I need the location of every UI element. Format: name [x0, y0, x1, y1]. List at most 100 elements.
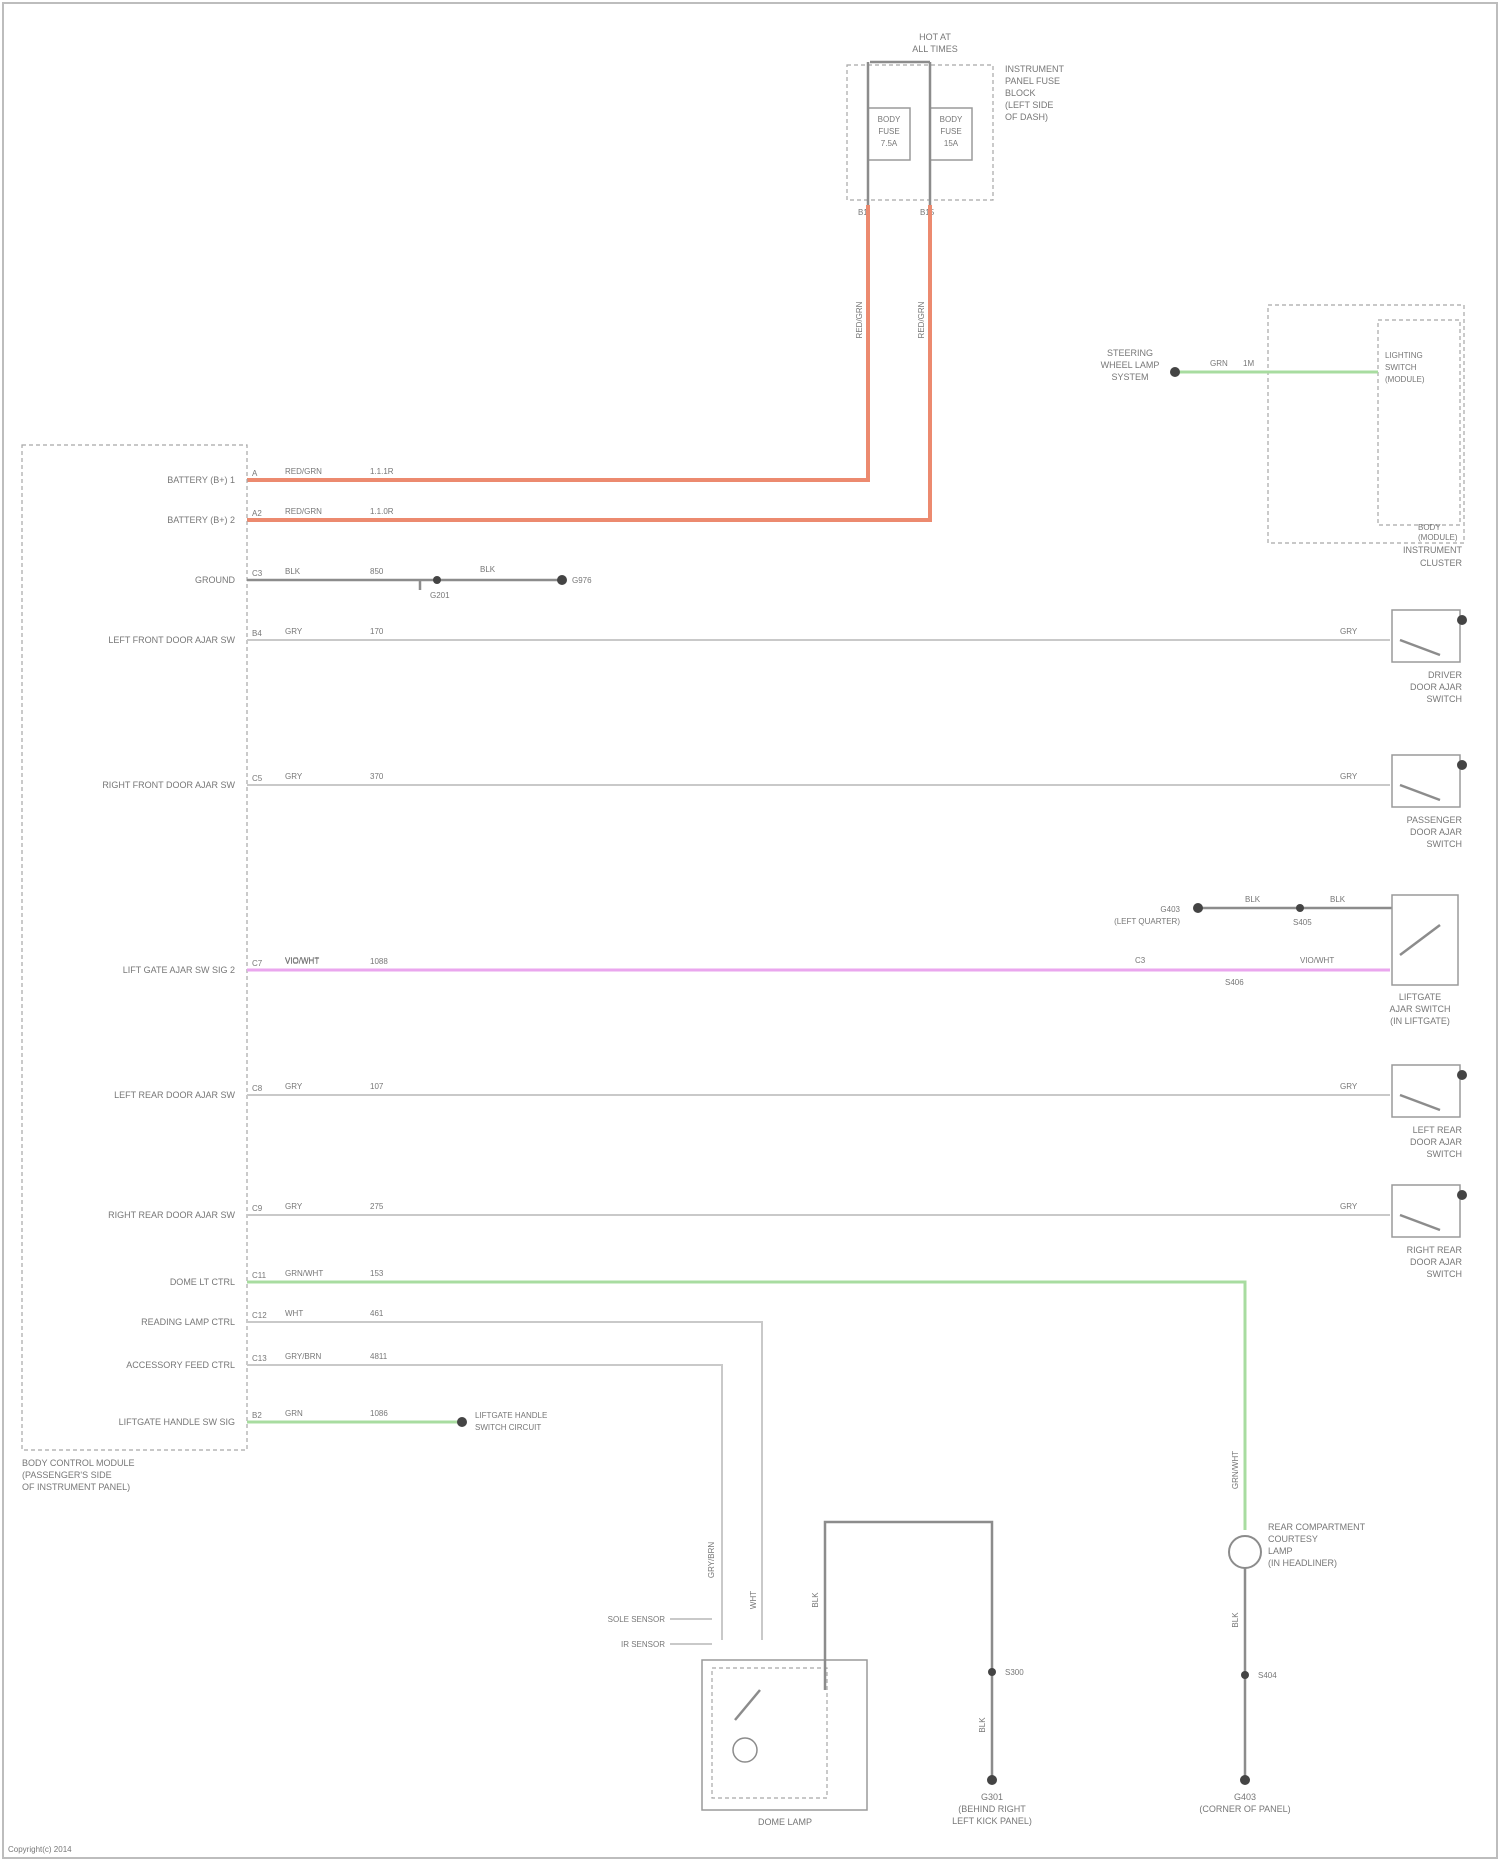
bcm-name-3: OF INSTRUMENT PANEL)	[22, 1482, 130, 1492]
bcm-pin-wire-color: BLK	[285, 567, 301, 576]
cargo-name-2: COURTESY	[1268, 1534, 1318, 1544]
door-switch-box	[1392, 755, 1460, 807]
bcm-pin-label: READING LAMP CTRL	[141, 1317, 235, 1327]
bcm-pin-number: C11	[252, 1271, 267, 1280]
cluster-box-l3: (MODULE)	[1385, 375, 1425, 384]
liftgate-pink-left: VIO/WHT	[285, 956, 319, 965]
door-switch-name: LEFT REAR	[1413, 1125, 1463, 1135]
bcm-pin-number: A2	[252, 509, 262, 518]
door-switch-box	[1392, 1185, 1460, 1237]
door-switch-box	[1392, 610, 1460, 662]
fuse-block-name-1: INSTRUMENT	[1005, 64, 1064, 74]
bcm-pin-wire-color: GRY	[285, 627, 303, 636]
bcm-name-1: BODY CONTROL MODULE	[22, 1458, 135, 1468]
cargo-name-3: LAMP	[1268, 1546, 1293, 1556]
bcm-pin-wire-color: GRY/BRN	[285, 1352, 322, 1361]
bcm-pin-circuit: 153	[370, 1269, 384, 1278]
cluster-caption-2: CLUSTER	[1420, 558, 1463, 568]
bcm-pin-circuit: 1088	[370, 957, 388, 966]
fuse-block: HOT AT ALL TIMES BODY FUSE 7.5A BODY FUS…	[847, 32, 1064, 217]
dome-lamp-inner	[712, 1668, 827, 1798]
dome-wire-c: BLK	[811, 1592, 820, 1608]
fuse-hot-label-1: HOT AT	[919, 32, 951, 42]
feed-wire-1	[247, 205, 868, 480]
bcm-pin-label: ACCESSORY FEED CTRL	[126, 1360, 235, 1370]
bcm-pin-number: A	[252, 469, 258, 478]
bcm-pin-circuit: 4811	[370, 1352, 388, 1361]
door-switch-name: SWITCH	[1427, 694, 1463, 704]
cargo-name-1: REAR COMPARTMENT	[1268, 1522, 1366, 1532]
liftgate-name-1: LIFTGATE	[1399, 992, 1441, 1002]
dome-wire-b: WHT	[749, 1591, 758, 1609]
dome-name: DOME LAMP	[758, 1817, 812, 1827]
liftgate-name-3: (IN LIFTGATE)	[1390, 1016, 1450, 1026]
bcm-pin-circuit: 107	[370, 1082, 384, 1091]
bcm-pin-label: RIGHT FRONT DOOR AJAR SW	[102, 780, 235, 790]
bcm-pin-circuit: 370	[370, 772, 384, 781]
gnd-module-circuit: 1M	[1243, 359, 1254, 368]
g300-name-2: (BEHIND RIGHT	[958, 1804, 1026, 1814]
cargo-name-4: (IN HEADLINER)	[1268, 1558, 1337, 1568]
door-switch-name: SWITCH	[1427, 1149, 1463, 1159]
g201-wire: BLK	[480, 565, 496, 574]
fuse-right-l1: BODY	[940, 115, 963, 124]
door-switch-wire-color: GRY	[1340, 1202, 1358, 1211]
bcm-pin-circuit: 170	[370, 627, 384, 636]
door-switch-name: RIGHT REAR	[1407, 1245, 1463, 1255]
liftgate-splice2: S406	[1225, 978, 1244, 987]
door-switch-name: SWITCH	[1427, 839, 1463, 849]
bcm-pin-label: LEFT FRONT DOOR AJAR SW	[108, 635, 235, 645]
fuse-pin-right: B15	[920, 208, 935, 217]
bcm-pin-circuit: 1086	[370, 1409, 388, 1418]
dome-ground-wire	[825, 1522, 992, 1780]
feed-wire-2	[247, 205, 930, 520]
bcm-pin-number: C13	[252, 1354, 267, 1363]
fuse-block-name-3: BLOCK	[1005, 88, 1036, 98]
gnd-module-name-1: STEERING	[1107, 348, 1153, 358]
fuse-right-l3: 15A	[944, 139, 959, 148]
dome-in-2: IR SENSOR	[621, 1640, 665, 1649]
fuse-right-l2: FUSE	[940, 127, 961, 136]
cluster-caption-1: INSTRUMENT	[1403, 545, 1462, 555]
bcm-pin-number: C12	[252, 1311, 267, 1320]
liftgate-name-2: AJAR SWITCH	[1389, 1004, 1450, 1014]
door-switch-name: PASSENGER	[1407, 815, 1463, 825]
dome-wire-a: GRY/BRN	[707, 1542, 716, 1579]
door-switch-name: DOOR AJAR	[1410, 1137, 1463, 1147]
green-out-2: SWITCH CIRCUIT	[475, 1423, 541, 1432]
liftgate-ajar-circuit: VIO/WHT VIO/WHT C3 S406 BLK BLK S405 G40…	[247, 895, 1458, 1026]
dome-in-1: SOLE SENSOR	[608, 1615, 666, 1624]
bcm-pin-label: DOME LT CTRL	[170, 1277, 235, 1287]
door-switch-box	[1392, 1065, 1460, 1117]
liftgate-ground-2: (LEFT QUARTER)	[1114, 917, 1180, 926]
g300-name-1: G301	[981, 1792, 1003, 1802]
liftgate-splice: S405	[1293, 918, 1312, 927]
g300-splice: S300	[1005, 1668, 1024, 1677]
green-out-1: LIFTGATE HANDLE	[475, 1411, 547, 1420]
bcm-pin-number: C3	[252, 569, 263, 578]
door-switch-ground	[1457, 1190, 1467, 1200]
door-switch-ground	[1457, 760, 1467, 770]
door-switch-wire-color: GRY	[1340, 1082, 1358, 1091]
door-switch-name: DOOR AJAR	[1410, 1257, 1463, 1267]
door-switch-name: SWITCH	[1427, 1269, 1463, 1279]
liftgate-pink-right: VIO/WHT	[1300, 956, 1334, 965]
gnd-module-name-2: WHEEL LAMP	[1101, 360, 1160, 370]
bcm-outline	[22, 445, 247, 1450]
door-switch-wire-color: GRY	[1340, 772, 1358, 781]
cargo-ground-2: (CORNER OF PANEL)	[1199, 1804, 1290, 1814]
cargo-wire-b: BLK	[1231, 1612, 1240, 1628]
liftgate-switch-box	[1392, 895, 1458, 985]
bcm-pin-wire-color: WHT	[285, 1309, 303, 1318]
bcm-pin-wire-color: GRY	[285, 1082, 303, 1091]
bcm-pin-wire-color: GRY	[285, 772, 303, 781]
door-switch-wire-color: GRY	[1340, 627, 1358, 636]
accessory-wire	[247, 1365, 722, 1640]
bcm-name-2: (PASSENGER'S SIDE	[22, 1470, 112, 1480]
door-switch-contact	[1400, 1095, 1440, 1110]
battery-feed-wires: RED/GRN RED/GRN	[247, 205, 930, 520]
fuse-left-l2: FUSE	[878, 127, 899, 136]
bcm-pin-number: C8	[252, 1084, 263, 1093]
